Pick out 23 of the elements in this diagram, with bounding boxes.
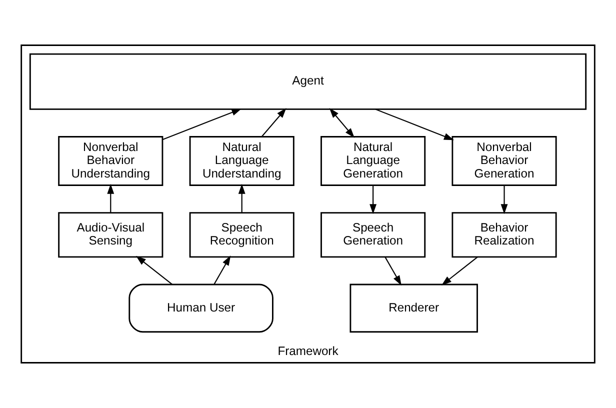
arrow <box>136 256 172 285</box>
arrow <box>375 108 454 140</box>
arrow <box>329 108 355 138</box>
arrow <box>370 186 377 214</box>
node-box: Nonverbal Behavior Understanding <box>58 136 164 186</box>
arrow <box>238 184 246 212</box>
arrow <box>107 184 114 212</box>
node-box: Nonverbal Behavior Generation <box>452 136 557 186</box>
node-box: Natural Language Understanding <box>189 136 294 186</box>
node-box: Natural Language Generation <box>320 136 426 186</box>
node-box: Renderer <box>350 284 478 333</box>
arrow <box>442 256 478 286</box>
node-box: Audio-Visual Sensing <box>58 212 164 258</box>
node-box: Speech Generation <box>320 212 426 258</box>
arrow <box>214 255 231 284</box>
node-box: Human User <box>128 284 274 333</box>
arrow <box>261 108 286 137</box>
arrow <box>500 186 508 214</box>
node-box: Behavior Realization <box>452 212 557 258</box>
arrow <box>162 108 242 140</box>
node-box: Agent <box>29 53 587 110</box>
node-box: Speech Recognition <box>189 212 294 258</box>
arrow <box>384 256 402 286</box>
